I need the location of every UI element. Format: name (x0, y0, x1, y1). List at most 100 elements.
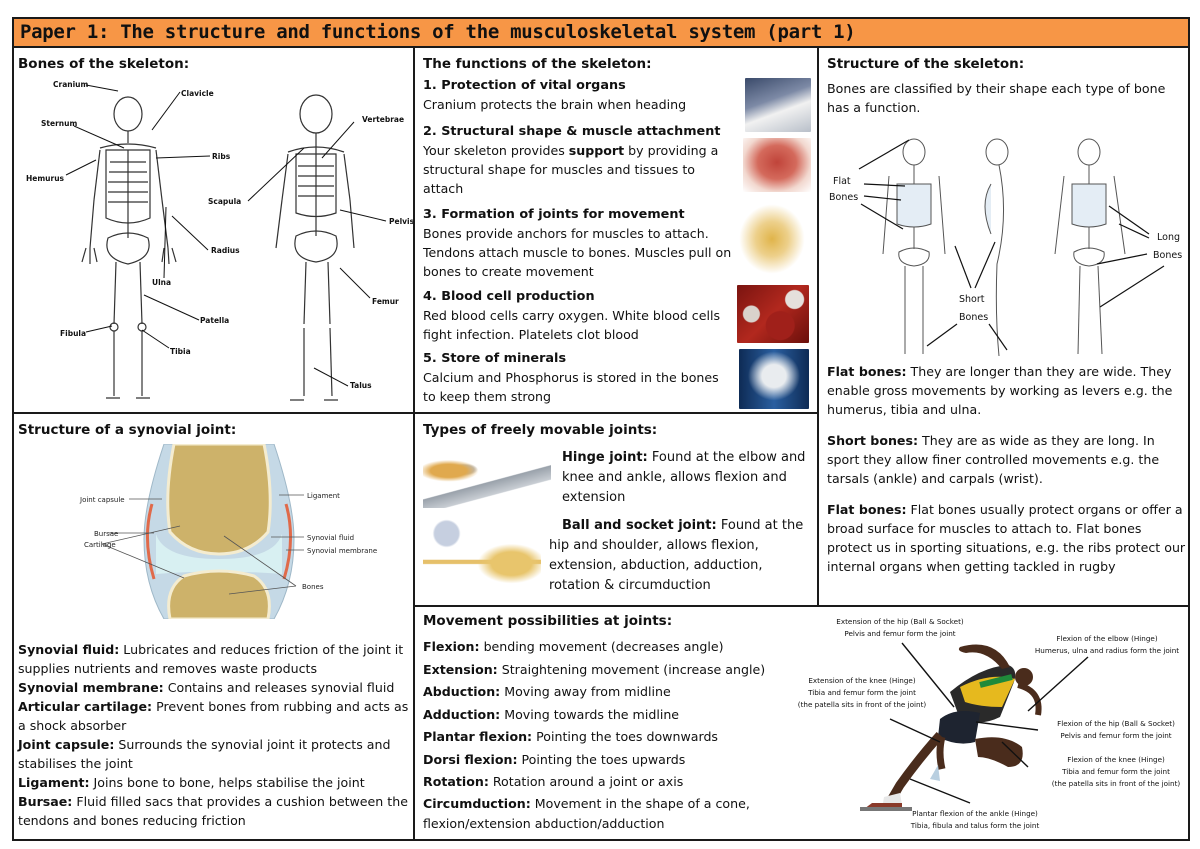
label-vertebrae: Vertebrae (362, 115, 404, 124)
definition-term: Flat bones: (827, 502, 907, 517)
movement-item: Dorsi flexion: Pointing the toes upwards (423, 749, 783, 772)
definition-text: Surrounds the synovial joint it protects… (18, 737, 391, 771)
movement-term: Flexion: (423, 639, 480, 654)
ball-socket-joint-description: Ball and socket joint: Found at the hip … (549, 516, 817, 596)
label-fibula: Fibula (60, 329, 86, 338)
movement-list: Flexion: bending movement (decreases ang… (423, 636, 783, 834)
ball-socket-joint-image (423, 512, 541, 598)
synovial-definition: Bursae: Fluid filled sacs that provides … (18, 792, 413, 830)
label-tibia: Tibia (170, 347, 191, 356)
function-item: 1. Protection of vital organs Cranium pr… (423, 77, 733, 114)
label-ribs: Ribs (212, 152, 231, 161)
function-body: Calcium and Phosphorus is stored in the … (423, 370, 719, 404)
label-cranium: Cranium (53, 80, 89, 89)
label-knee-flexion-title: Flexion of the knee (Hinge) (1067, 755, 1165, 764)
panel-heading: Bones of the skeleton: (18, 56, 190, 72)
bone-types-diagram: Flat Bones Long Bones Short Bones (829, 138, 1182, 357)
label-scapula: Scapula (208, 197, 241, 206)
function-body: Bones provide anchors for muscles to att… (423, 226, 732, 279)
function-body: Your skeleton provides support by provid… (423, 141, 733, 198)
bone-type-definition: Flat bones: They are longer than they ar… (827, 362, 1187, 419)
neck-muscles-image (743, 138, 811, 192)
footballer-heading-image (745, 78, 811, 132)
label-synovial-membrane: Synovial membrane (307, 547, 377, 555)
movement-item: Circumduction: Movement in the shape of … (423, 794, 783, 834)
function-item: 5. Store of minerals Calcium and Phospho… (423, 350, 733, 406)
synovial-definition: Articular cartilage: Prevent bones from … (18, 697, 413, 735)
label-long: Long (1157, 232, 1180, 243)
body-emphasis: support (568, 143, 625, 158)
definition-term: Ball and socket joint: (562, 518, 717, 533)
label-hip-flexion-title: Flexion of the hip (Ball & Socket) (1057, 719, 1175, 728)
function-item: 3. Formation of joints for movement Bone… (423, 206, 733, 281)
label-ankle-plantar-detail: Tibia, fibula and talus form the joint (910, 821, 1040, 830)
synovial-definition: Joint capsule: Surrounds the synovial jo… (18, 735, 413, 773)
bone-type-definition: Short bones: They are as wide as they ar… (827, 431, 1187, 488)
movement-text: Straightening movement (increase angle) (497, 661, 766, 677)
label-ligament: Ligament (307, 492, 340, 500)
label-knee-flexion-note: (the patella sits in front of the joint) (1052, 779, 1181, 788)
definition-text: Flat bones usually protect organs or off… (827, 502, 1186, 574)
structure-intro: Bones are classified by their shape each… (827, 81, 1166, 115)
label-patella: Patella (200, 316, 229, 325)
blood-cells-image (737, 285, 809, 343)
definition-text: Fluid filled sacs that provides a cushio… (18, 794, 408, 828)
flexing-skeleton-image (739, 349, 809, 409)
hinge-joint-description: Hinge joint: Found at the elbow and knee… (562, 448, 817, 508)
labelled-skeleton-diagram: Cranium Clavicle Sternum Ribs Hemurus Ra… (26, 80, 413, 401)
function-title: 2. Structural shape & muscle attachment (423, 124, 721, 139)
movement-item: Rotation: Rotation around a joint or axi… (423, 771, 783, 794)
label-sternum: Sternum (41, 119, 77, 128)
definition-term: Hinge joint: (562, 450, 648, 465)
sprinter-movement-diagram: Extension of the hip (Ball & Socket) Pel… (798, 617, 1181, 830)
function-title: 3. Formation of joints for movement (423, 207, 685, 222)
movement-text: bending movement (decreases angle) (479, 639, 724, 654)
label-cartilage: Cartilage (84, 541, 116, 549)
bones-of-skeleton-panel: Bones of the skeleton: (12, 46, 415, 414)
definition-term: Ligament: (18, 775, 90, 790)
label-knee-extension-detail: Tibia and femur form the joint (807, 688, 916, 697)
movement-term: Dorsi flexion: (423, 751, 518, 767)
movement-term: Adduction: (423, 706, 501, 722)
movement-text: Moving away from midline (500, 684, 671, 699)
definition-term: Joint capsule: (18, 737, 115, 752)
movement-term: Circumduction: (423, 795, 531, 811)
label-pelvis: Pelvis (389, 217, 413, 226)
definition-term: Flat bones: (827, 364, 907, 379)
definition-term: Synovial membrane: (18, 680, 164, 695)
definition-term: Synovial fluid: (18, 642, 120, 657)
movement-possibilities-panel: Movement possibilities at joints: Flexio… (413, 605, 1190, 841)
synovial-definition: Synovial fluid: Lubricates and reduces f… (18, 640, 413, 678)
movement-term: Abduction: (423, 684, 501, 699)
panel-heading: Types of freely movable joints: (423, 422, 658, 438)
movement-text: Rotation around a joint or axis (488, 774, 684, 789)
functions-of-skeleton-panel: The functions of the skeleton: 1. Protec… (413, 46, 819, 414)
definition-text: Joins bone to bone, helps stabilise the … (89, 775, 365, 790)
movement-term: Extension: (423, 661, 498, 677)
structure-of-skeleton-panel: Structure of the skeleton: Bones are cla… (817, 46, 1190, 607)
function-item: 2. Structural shape & muscle attachment … (423, 123, 733, 198)
label-radius: Radius (211, 246, 240, 255)
definition-text: They are longer than they are wide. They… (827, 364, 1173, 417)
synovial-definition: Synovial membrane: Contains and releases… (18, 678, 413, 697)
label-talus: Talus (350, 381, 372, 390)
function-title: 5. Store of minerals (423, 351, 567, 366)
definition-text: Found at the hip and shoulder, allows fl… (549, 518, 804, 593)
synovial-definitions: Synovial fluid: Lubricates and reduces f… (18, 640, 413, 830)
movement-item: Flexion: bending movement (decreases ang… (423, 636, 783, 659)
synovial-joint-diagram: Joint capsule Bursae Cartilage Ligament … (79, 444, 377, 619)
movement-item: Plantar flexion: Pointing the toes downw… (423, 726, 783, 749)
label-long-bones: Bones (1153, 250, 1182, 261)
label-femur: Femur (372, 297, 399, 306)
definition-text: Contains and releases synovial fluid (163, 680, 395, 695)
definition-text: They are as wide as they are long. In sp… (827, 433, 1160, 486)
function-body: Red blood cells carry oxygen. White bloo… (423, 308, 721, 342)
running-skeleton-image (739, 204, 805, 274)
label-knee-extension-title: Extension of the knee (Hinge) (808, 676, 915, 685)
body-text: by providing a structural shape for musc… (423, 143, 719, 196)
page-title: Paper 1: The structure and functions of … (12, 17, 1190, 48)
definition-text: Found at the elbow and knee and ankle, a… (562, 450, 806, 505)
movement-term: Plantar flexion: (423, 729, 533, 744)
function-item: 4. Blood cell production Red blood cells… (423, 288, 733, 344)
hinge-joint-image (423, 446, 551, 508)
